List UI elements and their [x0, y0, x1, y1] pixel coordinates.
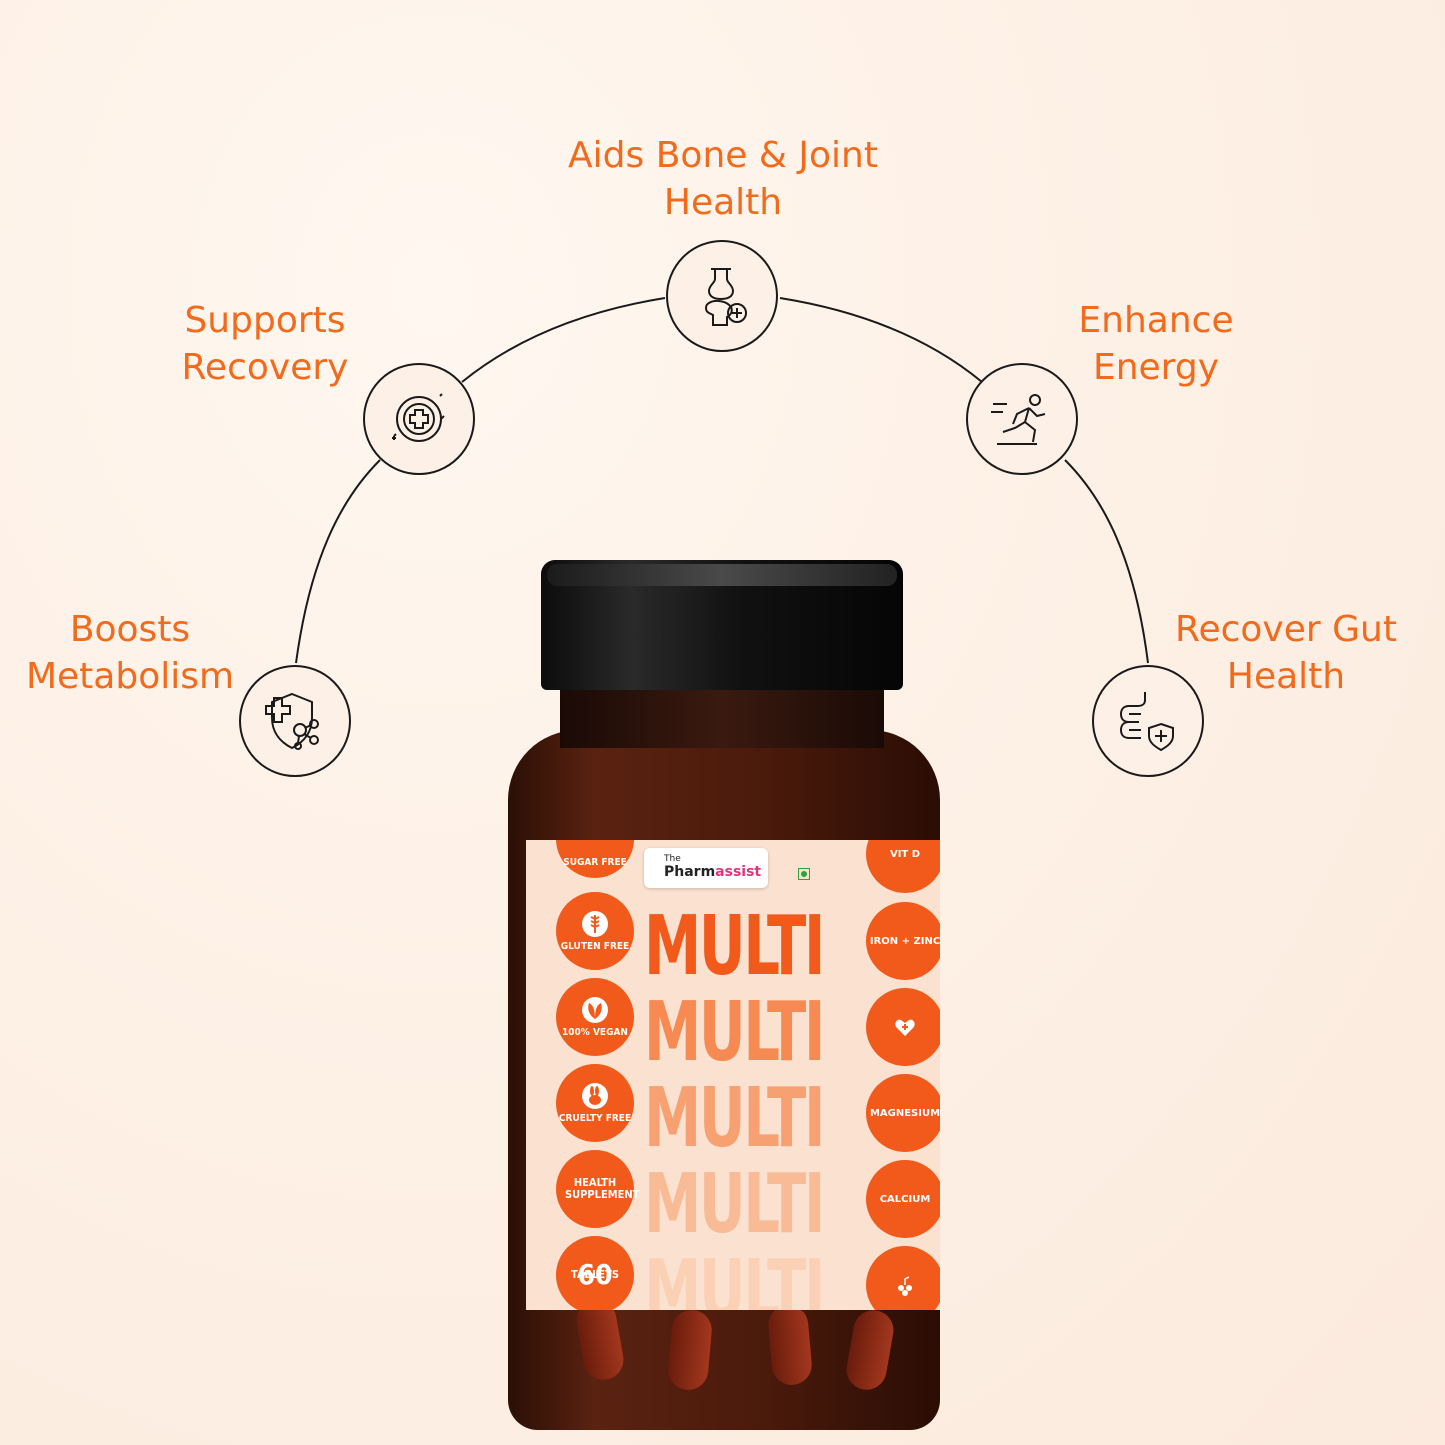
badge-tablet-count: 60 TABLETS [556, 1236, 634, 1310]
badge-heart [866, 988, 940, 1066]
benefit-label-recovery: Supports Recovery [181, 300, 349, 388]
product-label: SUGAR FREE GLUTEN FREE 100% VEGAN CRUELT… [526, 840, 940, 1310]
product-name-repeat: MULTI [644, 1157, 825, 1252]
benefit-label-energy: Enhance Energy [1078, 300, 1234, 388]
badge-health-supplement: HEALTH SUPPLEMENT [556, 1150, 639, 1228]
bone-joint-icon [705, 268, 747, 326]
recovery-icon-circle [363, 363, 475, 475]
rabbit-icon [582, 1083, 608, 1109]
recovery-cross-icon [392, 393, 445, 442]
shield-molecule-icon [265, 692, 319, 750]
product-name: MULTI [644, 899, 825, 994]
badge-calcium: CALCIUM [866, 1160, 940, 1238]
badge-cruelty-free: CRUELTY FREE [556, 1064, 634, 1142]
product-name-repeat: MULTI [644, 985, 825, 1080]
benefit-label-bone-joint: Aids Bone & Joint Health [568, 135, 878, 223]
badge-magnesium: MAGNESIUM [866, 1074, 940, 1152]
gut-health-icon-circle [1092, 665, 1204, 777]
badge-vit-d: VIT D [866, 840, 940, 893]
badge-vegan: 100% VEGAN [556, 978, 634, 1056]
brand-logo: The Pharmassist [644, 848, 768, 888]
wheat-icon [582, 911, 608, 937]
energy-icon-circle [966, 363, 1078, 475]
benefit-label-metabolism: Boosts Metabolism [25, 609, 235, 697]
brand-name: Pharmassist [664, 864, 762, 880]
badge-iron-zinc: IRON + ZINC [866, 902, 940, 980]
badge-sugar-free: SUGAR FREE [556, 840, 634, 878]
capsule [766, 1303, 814, 1387]
metabolism-icon-circle [239, 665, 351, 777]
product-name-repeat: MULTI [644, 1243, 825, 1311]
product-bottle: SUGAR FREE GLUTEN FREE 100% VEGAN CRUELT… [500, 560, 950, 1445]
badge-berries [866, 1246, 940, 1310]
bottle-cap [541, 560, 903, 690]
heart-plus-icon [895, 1019, 915, 1036]
bottle-neck [560, 688, 884, 748]
berries-icon [898, 1276, 912, 1296]
product-name-repeat: MULTI [644, 1071, 825, 1166]
veg-mark-icon [798, 868, 810, 880]
leaf-icon [582, 997, 608, 1023]
running-person-icon [991, 394, 1046, 445]
intestine-shield-icon [1119, 692, 1174, 752]
badge-gluten-free: GLUTEN FREE [556, 892, 634, 970]
benefit-label-gut-health: Recover Gut Health [1175, 609, 1397, 697]
bone-joint-icon-circle [666, 240, 778, 352]
